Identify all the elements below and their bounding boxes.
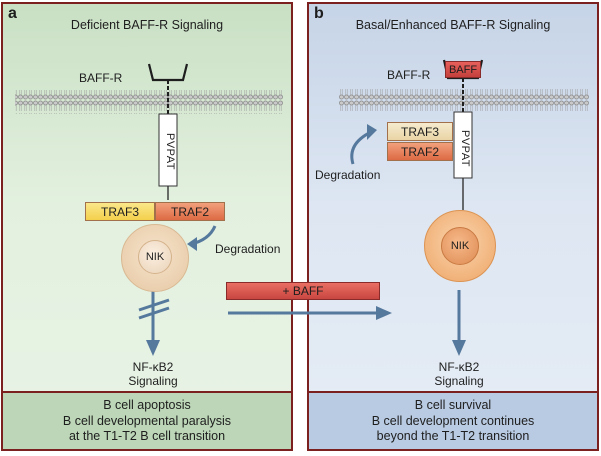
panel-a-footer: B cell apoptosis B cell developmental pa… xyxy=(3,391,291,449)
baff-r-label: BAFF-R xyxy=(79,71,123,85)
degradation-label: Degradation xyxy=(315,168,381,182)
panel-b-title: Basal/Enhanced BAFF-R Signaling xyxy=(355,18,551,32)
panel-a: a Deficient BAFF-R Signaling xyxy=(1,2,293,451)
plus-baff-label: + BAFF xyxy=(282,284,324,298)
baff-r-label: BAFF-R xyxy=(387,68,431,82)
panel-a-letter: a xyxy=(8,5,17,22)
panel-a-outcome: B cell apoptosis B cell developmental pa… xyxy=(62,398,232,443)
traf2-box: TRAF2 xyxy=(155,202,225,221)
traf3-box: TRAF3 xyxy=(387,122,453,141)
traf2-box: TRAF2 xyxy=(387,142,453,161)
block-mark-2 xyxy=(138,306,170,320)
panel-b: b Basal/Enhanced BAFF-R Signaling BAFF B… xyxy=(307,2,599,451)
degradation-label: Degradation xyxy=(215,242,281,256)
plus-baff-bar: + BAFF xyxy=(226,282,380,300)
membrane xyxy=(15,90,283,114)
panel-b-letter: b xyxy=(314,5,324,22)
panel-a-title: Deficient BAFF-R Signaling xyxy=(70,18,224,32)
nf-kb2-output-label: NF-κB2 Signaling xyxy=(434,360,484,388)
panel-b-footer: B cell survival B cell development conti… xyxy=(309,391,597,449)
nik-node: NIK xyxy=(138,240,172,274)
panel-a-diagram xyxy=(15,63,283,356)
traf3-box: TRAF3 xyxy=(85,202,155,221)
panel-b-outcome: B cell survival B cell development conti… xyxy=(371,398,535,443)
baff-ligand: BAFF xyxy=(445,61,481,78)
block-mark-1 xyxy=(138,298,170,312)
nf-kb2-output-label: NF-κB2 Signaling xyxy=(128,360,178,388)
nik-node: NIK xyxy=(441,227,479,265)
panel-b-diagram xyxy=(339,59,589,356)
